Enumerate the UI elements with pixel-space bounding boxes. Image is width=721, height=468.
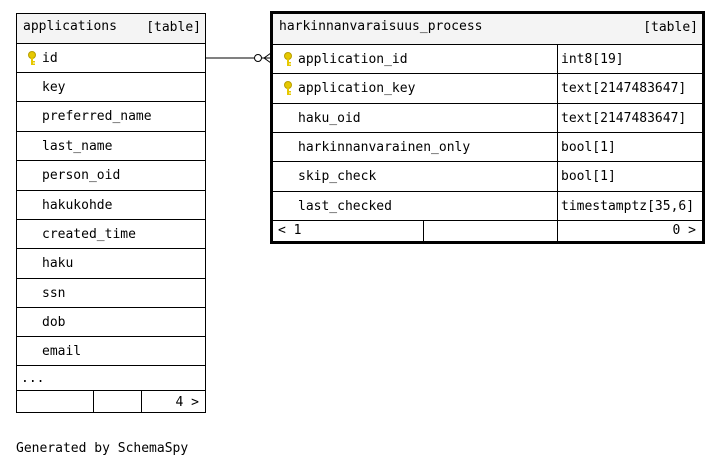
column-type: bool[1] [557, 133, 702, 161]
column-row[interactable]: haku_oid text[2147483647] [273, 104, 702, 133]
column-row[interactable]: ssn [17, 279, 205, 308]
column-row[interactable]: harkinnanvarainen_only bool[1] [273, 133, 702, 162]
column-name: ssn [42, 286, 66, 301]
column-name: application_id [298, 52, 408, 67]
column-type: bool[1] [557, 162, 702, 191]
footer-cell-children[interactable]: 0 > [557, 221, 702, 241]
column-row[interactable]: hakukohde [17, 191, 205, 220]
column-name: person_oid [42, 168, 121, 183]
children-count: 4 > [175, 395, 199, 410]
column-row[interactable]: last_checked timestamptz[35,6] [273, 192, 702, 221]
parents-count: < 1 [278, 223, 302, 238]
column-name: id [42, 51, 58, 66]
table-name: harkinnanvaraisuus_process [279, 19, 483, 34]
column-type: text[2147483647] [557, 74, 702, 103]
table-harkinnanvaraisuus-process[interactable]: harkinnanvaraisuus_process [table] appli… [270, 11, 705, 244]
column-row[interactable]: application_key text[2147483647] [273, 74, 702, 104]
relationship-applications-to-harkinnanvaraisuus-process[interactable] [206, 52, 272, 64]
column-row[interactable]: person_oid [17, 161, 205, 191]
children-count: 0 > [672, 223, 696, 238]
table-header: applications [table] [17, 14, 205, 44]
column-name: created_time [42, 227, 136, 242]
column-row[interactable]: created_time [17, 220, 205, 249]
column-name: key [42, 80, 66, 95]
table-footer: 4 > [17, 391, 205, 413]
column-row[interactable]: haku [17, 249, 205, 279]
primary-key-icon [284, 81, 292, 95]
column-name: last_name [42, 139, 113, 154]
table-name: applications [23, 19, 117, 34]
table-type-label: [table] [146, 20, 201, 35]
column-name: harkinnanvarainen_only [298, 140, 471, 155]
table-footer: < 1 0 > [273, 221, 702, 241]
column-row[interactable]: key [17, 73, 205, 102]
generated-by-footer: Generated by SchemaSpy [16, 441, 189, 456]
column-name: hakukohde [42, 198, 113, 213]
table-type-label: [table] [643, 20, 698, 35]
column-name: last_checked [298, 199, 392, 214]
table-header: harkinnanvaraisuus_process [table] [273, 14, 702, 45]
column-name: haku [42, 256, 74, 271]
column-name: haku_oid [298, 111, 361, 126]
column-row[interactable]: id [17, 44, 205, 73]
footer-cell-parents[interactable]: < 1 [273, 221, 423, 241]
footer-cell-empty [423, 221, 558, 241]
column-name: preferred_name [42, 109, 152, 124]
column-row[interactable]: skip_check bool[1] [273, 162, 702, 192]
column-type: int8[19] [557, 45, 702, 73]
column-row[interactable]: last_name [17, 132, 205, 161]
more-columns-row[interactable]: ... [17, 366, 205, 391]
column-name: application_key [298, 81, 416, 96]
table-applications[interactable]: applications [table] id key preferred_na… [16, 13, 206, 413]
column-row[interactable]: preferred_name [17, 102, 205, 132]
column-name: dob [42, 315, 66, 330]
footer-cell-empty [93, 391, 142, 413]
column-row[interactable]: dob [17, 308, 205, 337]
column-name: email [42, 344, 82, 359]
footer-cell-children[interactable]: 4 > [141, 391, 205, 413]
primary-key-icon [284, 52, 292, 66]
column-type: timestamptz[35,6] [557, 192, 702, 220]
column-name: skip_check [298, 169, 377, 184]
column-row[interactable]: application_id int8[19] [273, 45, 702, 74]
more-columns-indicator: ... [21, 371, 45, 386]
primary-key-icon [28, 51, 36, 65]
column-row[interactable]: email [17, 337, 205, 366]
column-type: text[2147483647] [557, 104, 702, 132]
